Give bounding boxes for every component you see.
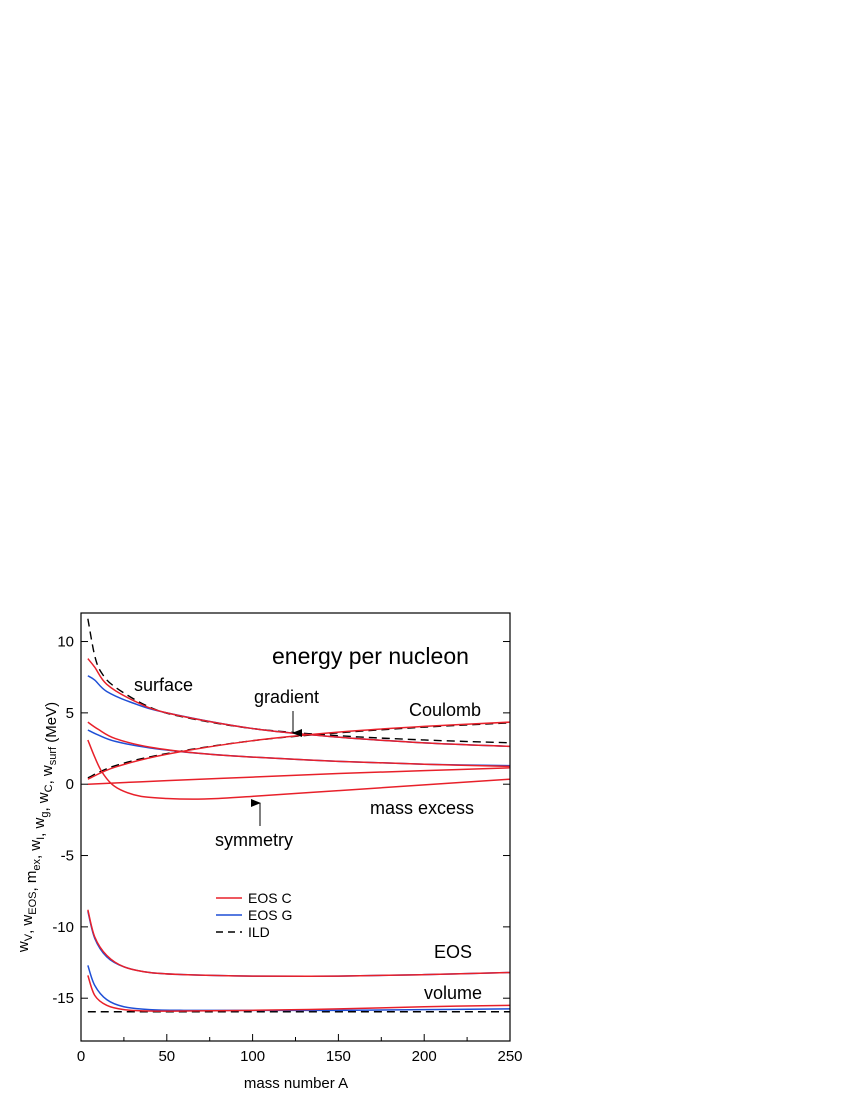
y-axis-label-part: , w bbox=[19, 915, 36, 934]
y-tick-label: 0 bbox=[66, 776, 74, 793]
y-axis-label-part: , w bbox=[31, 817, 48, 836]
plot-area bbox=[87, 618, 511, 1013]
series-line-gradient-eos-c bbox=[87, 721, 511, 768]
annotation-symmetry: symmetry bbox=[215, 830, 293, 850]
y-axis-label-subscript: V bbox=[23, 933, 35, 941]
y-axis-label-subscript: ex bbox=[31, 859, 43, 871]
x-tick-label: 150 bbox=[326, 1048, 351, 1065]
legend-label-eos-g: EOS G bbox=[248, 907, 292, 923]
x-tick-label: 100 bbox=[240, 1048, 265, 1065]
y-axis-label-part: , m bbox=[23, 871, 40, 892]
y-tick-label: 10 bbox=[57, 634, 74, 651]
x-tick-label: 0 bbox=[77, 1048, 85, 1065]
annotation-coulomb: Coulomb bbox=[409, 700, 481, 720]
annotation-mass-excess: mass excess bbox=[370, 798, 474, 818]
y-axis-label-part: , w bbox=[39, 765, 56, 784]
series-line-volume-eos-g bbox=[87, 965, 511, 1012]
annotation-eos: EOS bbox=[434, 942, 472, 962]
y-axis-label-subscript: EOS bbox=[27, 892, 39, 915]
series-line-eos-eos-c bbox=[87, 909, 511, 978]
y-axis-label-subscript: C bbox=[43, 784, 55, 792]
y-axis-label-subscript: surf bbox=[47, 746, 59, 765]
legend-label-eos-c: EOS C bbox=[248, 890, 292, 906]
y-tick-label: -10 bbox=[52, 919, 74, 936]
y-tick-label: 5 bbox=[66, 705, 74, 722]
y-axis-label-part: w bbox=[15, 941, 32, 953]
series-line-symmetry-eos-c bbox=[87, 767, 511, 785]
y-axis-label-part: , w bbox=[35, 792, 52, 811]
annotation-surface: surface bbox=[134, 675, 193, 695]
x-tick-label: 250 bbox=[497, 1048, 522, 1065]
y-tick-label: -5 bbox=[61, 848, 74, 865]
y-axis-label-subscript: g bbox=[39, 812, 51, 818]
annotation-gradient: gradient bbox=[254, 687, 319, 707]
y-axis-label-part: , w bbox=[27, 840, 44, 859]
x-tick-label: 50 bbox=[158, 1048, 175, 1065]
series-line-coulomb-eos-c bbox=[87, 721, 511, 780]
annotation-volume: volume bbox=[424, 983, 482, 1003]
series-line-surface-eos-c bbox=[87, 658, 511, 748]
y-tick-label: -15 bbox=[52, 990, 74, 1007]
y-axis-label-subscript: I bbox=[35, 837, 47, 840]
legend-label-ild: ILD bbox=[248, 924, 270, 940]
legend: EOS C EOS G ILD bbox=[216, 890, 292, 940]
series-line-volume-eos-c bbox=[87, 975, 511, 1012]
x-tick-label: 200 bbox=[412, 1048, 437, 1065]
series-line-mass-excess-eos-c bbox=[87, 739, 511, 800]
x-axis-label: mass number A bbox=[244, 1075, 348, 1092]
y-axis-label-part: (MeV) bbox=[43, 702, 60, 747]
chart-title: energy per nucleon bbox=[272, 643, 469, 669]
y-axis-label: wV, wEOS, mex, wI, wg, wC, wsurf (MeV) bbox=[15, 702, 60, 953]
